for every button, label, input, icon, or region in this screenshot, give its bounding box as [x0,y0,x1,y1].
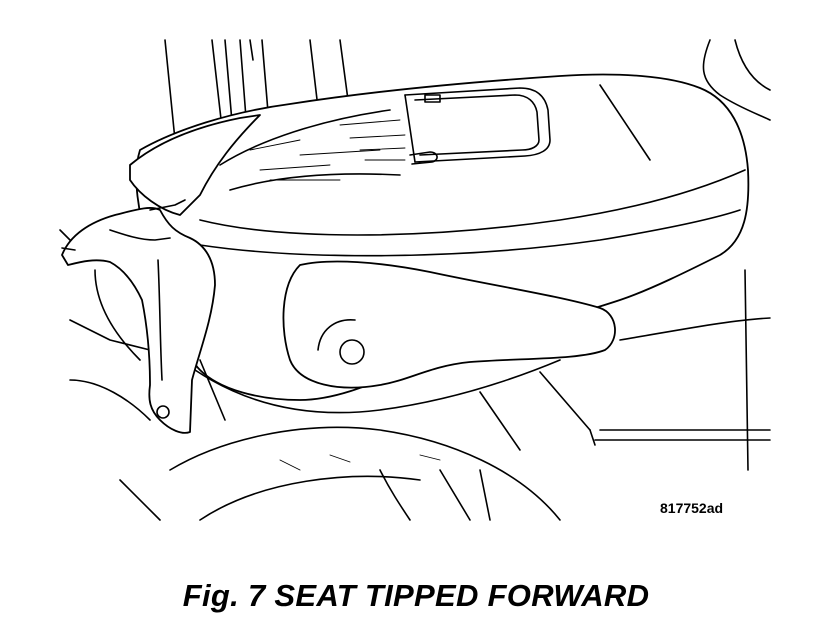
floor-area [69,269,561,521]
figure-caption: Fig. 7 SEAT TIPPED FORWARD [182,578,650,613]
release-lever [282,260,616,389]
lower-frame [194,359,591,451]
pivot-bracket [59,199,216,434]
seat-back [129,114,261,216]
figure-reference-code: 817752ad [660,500,724,516]
background-structure [164,39,771,471]
